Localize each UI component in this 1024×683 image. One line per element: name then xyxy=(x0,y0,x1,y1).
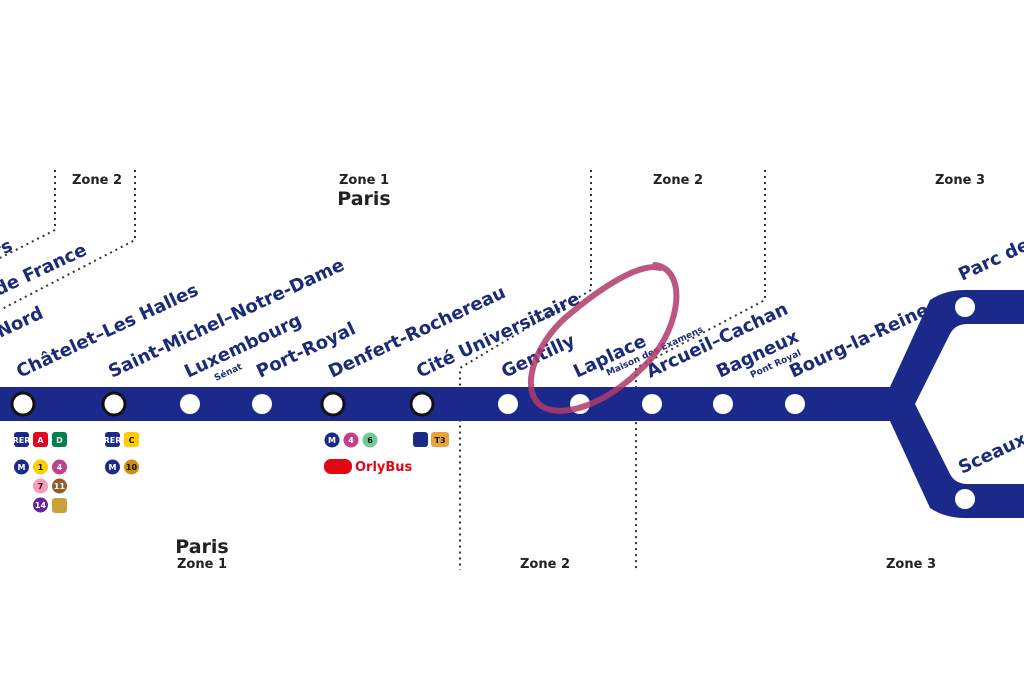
rer-d-label: D xyxy=(56,436,63,445)
rer-d-badge xyxy=(52,432,67,447)
zone-label-top-left: Zone 2 xyxy=(72,173,122,188)
zone-label-bottom-right: Zone 3 xyxy=(886,557,936,572)
station-label-partial-3: Nord xyxy=(0,303,47,343)
metro-6-badge xyxy=(362,432,378,448)
zone-borders xyxy=(0,170,766,570)
interchange-stop-icon[interactable] xyxy=(320,391,346,417)
city-label-top-paris: Paris xyxy=(337,188,390,210)
connections-denfert: M 4 6 OrlyBus xyxy=(324,432,413,475)
interchange-stop-icon[interactable] xyxy=(409,391,435,417)
zone-border-top-mid xyxy=(459,170,592,570)
rer-c-badge xyxy=(124,432,139,447)
line-main-segment xyxy=(0,387,905,421)
svg-text:M: M xyxy=(18,463,26,472)
metro-11-label: 11 xyxy=(54,482,66,491)
station-label-parc: Parc de xyxy=(955,234,1024,285)
metro-1-badge xyxy=(33,459,48,475)
orlybus-icon xyxy=(324,459,352,474)
metro-10-badge xyxy=(124,459,139,475)
svg-text:RER: RER xyxy=(104,436,122,445)
rer-icon xyxy=(14,432,29,447)
metro-1-label: 1 xyxy=(38,463,44,472)
metro-4-label-denfert: 4 xyxy=(348,436,354,445)
connections-chatelet: RER A D M 1 4 7 11 14 xyxy=(13,432,67,513)
zone-label-top-paris: Zone 1 xyxy=(339,173,389,188)
metro-10-label: 10 xyxy=(126,463,138,472)
metro-7-badge xyxy=(33,478,48,494)
rer-a-label: A xyxy=(37,436,44,445)
zone-label-bottom-mid: Zone 2 xyxy=(520,557,570,572)
orlybus-label: OrlyBus xyxy=(355,460,413,475)
metro-icon xyxy=(105,459,120,475)
line-branch-fork xyxy=(890,290,1024,518)
metro-14-label: 14 xyxy=(35,501,47,510)
svg-text:M: M xyxy=(328,436,336,445)
station-stop-icon[interactable] xyxy=(785,394,805,414)
station-stop-icon[interactable] xyxy=(955,489,975,509)
interchange-stop-icon[interactable] xyxy=(10,391,36,417)
circle-annotation xyxy=(528,262,680,414)
metro-7-label: 7 xyxy=(38,482,44,491)
station-labels: rs de France Nord Châtelet–Les Halles Sa… xyxy=(0,234,1024,478)
metro-11-badge xyxy=(52,478,67,494)
metro-6-label: 6 xyxy=(367,436,373,445)
svg-text:RER: RER xyxy=(13,436,31,445)
zone-label-bottom-paris: Zone 1 xyxy=(177,557,227,572)
station-stop-icon[interactable] xyxy=(252,394,272,414)
station-label-sceaux: Sceaux xyxy=(955,429,1024,479)
station-stop-icon[interactable] xyxy=(642,394,662,414)
metro-14-badge xyxy=(33,497,48,513)
city-label-bottom-paris: Paris xyxy=(175,536,228,558)
tram-icon xyxy=(52,498,67,513)
tram-line-badge xyxy=(431,432,449,447)
rer-c-label: C xyxy=(129,436,135,445)
metro-4-badge xyxy=(52,459,67,475)
station-label-partial-2: de France xyxy=(0,240,90,301)
connections-saint-michel: RER C M 10 xyxy=(104,432,139,475)
metro-icon xyxy=(324,432,340,448)
interchange-stops xyxy=(10,391,435,417)
station-label-partial-1: rs xyxy=(0,235,16,262)
station-stop-icon[interactable] xyxy=(713,394,733,414)
zone-border-top-left-1 xyxy=(0,170,56,259)
tram-line-label: T3 xyxy=(434,436,445,445)
zone-label-top-right: Zone 3 xyxy=(935,173,985,188)
metro-icon xyxy=(14,459,29,475)
station-stop-icon[interactable] xyxy=(180,394,200,414)
rer-icon xyxy=(105,432,120,447)
svg-text:M: M xyxy=(109,463,117,472)
metro-4-label: 4 xyxy=(57,463,63,472)
line-trunk xyxy=(0,290,1024,518)
interchange-stop-icon[interactable] xyxy=(101,391,127,417)
rer-a-badge xyxy=(33,432,48,447)
metro-4-badge xyxy=(343,432,359,448)
tram-icon xyxy=(413,432,428,447)
connections-cite-u: T3 xyxy=(413,432,449,447)
zone-label-top-mid: Zone 2 xyxy=(653,173,703,188)
regular-stops xyxy=(180,297,975,509)
station-stop-icon[interactable] xyxy=(955,297,975,317)
station-stop-icon[interactable] xyxy=(498,394,518,414)
